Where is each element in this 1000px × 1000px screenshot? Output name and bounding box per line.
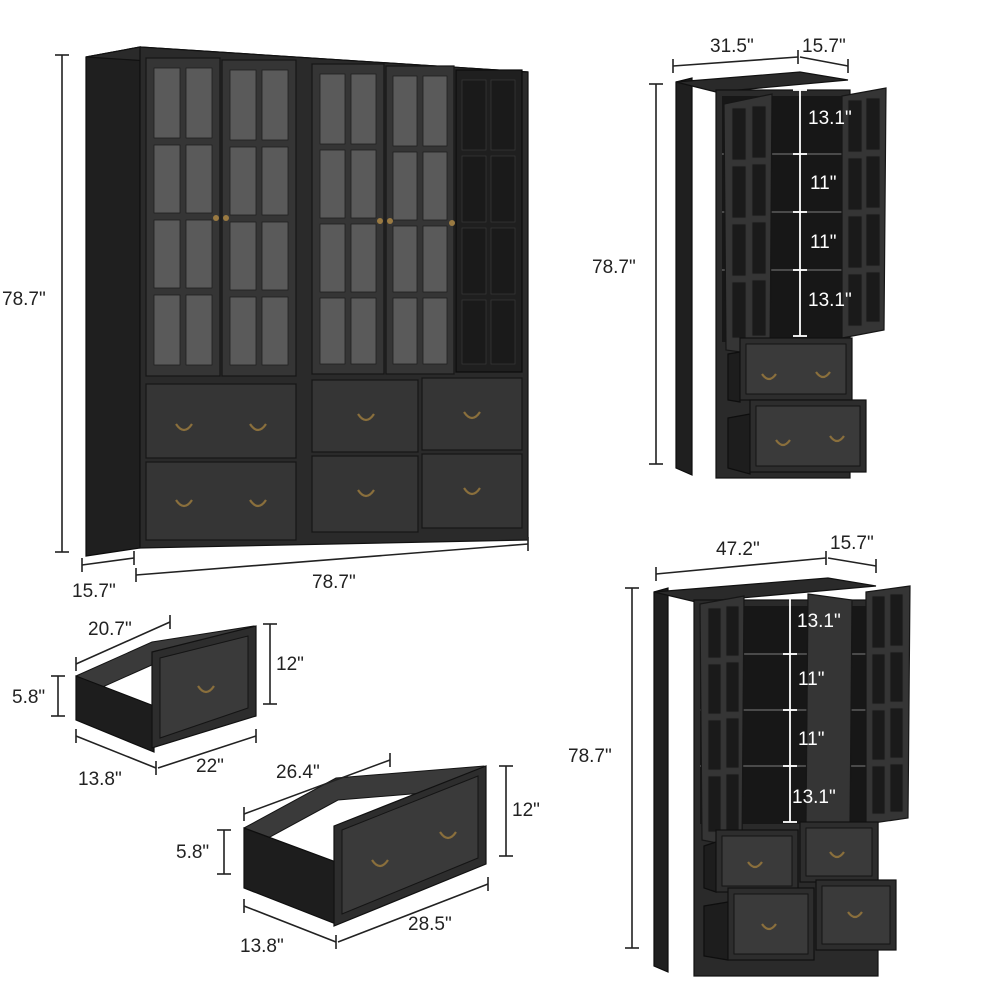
main-cabinet-illustration <box>85 46 529 557</box>
main-height-label: 78.7" <box>2 289 46 310</box>
small-drawer-side-height-label: 5.8" <box>12 687 45 708</box>
small-drawer-dimension-lines <box>51 615 277 775</box>
large-drawer-inner-width-label: 26.4" <box>276 762 320 783</box>
main-cabinet-glass-grid <box>153 67 516 366</box>
single-shelf-gap-1: 13.1" <box>808 108 852 129</box>
large-drawer-dimension-lines <box>217 753 513 949</box>
double-width-label: 47.2" <box>716 539 760 560</box>
small-drawer-depth-label: 13.8" <box>78 769 122 790</box>
single-shelf-gap-4: 13.1" <box>808 290 852 311</box>
single-dimension-lines <box>649 50 849 465</box>
large-drawer-depth-label: 13.8" <box>240 936 284 957</box>
large-drawer-front-width-label: 28.5" <box>408 914 452 935</box>
double-cabinet-illustration <box>653 577 911 977</box>
large-drawer-front-height-label: 12" <box>512 800 540 821</box>
double-shelf-gap-1: 13.1" <box>797 611 841 632</box>
single-width-label: 31.5" <box>710 36 754 57</box>
double-shelf-gap-2: 11" <box>798 669 824 690</box>
small-drawer-front-width-label: 22" <box>196 756 224 777</box>
main-depth-label: 15.7" <box>72 581 116 602</box>
double-depth-label: 15.7" <box>830 533 874 554</box>
single-cabinet-illustration <box>675 71 887 479</box>
single-shelf-gap-2: 11" <box>810 173 836 194</box>
double-dimension-lines <box>625 551 877 949</box>
large-drawer-illustration <box>243 765 487 927</box>
small-drawer-inner-width-label: 20.7" <box>88 619 132 640</box>
small-drawer-front-height-label: 12" <box>276 654 304 675</box>
double-shelf-gap-3: 11" <box>798 729 824 750</box>
small-drawer-illustration <box>75 625 257 753</box>
main-width-label: 78.7" <box>312 572 356 593</box>
single-shelf-gap-3: 11" <box>810 232 836 253</box>
single-depth-label: 15.7" <box>802 36 846 57</box>
single-height-label: 78.7" <box>592 257 636 278</box>
double-shelf-gap-4: 13.1" <box>792 787 836 808</box>
double-height-label: 78.7" <box>568 746 612 767</box>
main-dimension-lines <box>55 54 529 582</box>
large-drawer-side-height-label: 5.8" <box>176 842 209 863</box>
